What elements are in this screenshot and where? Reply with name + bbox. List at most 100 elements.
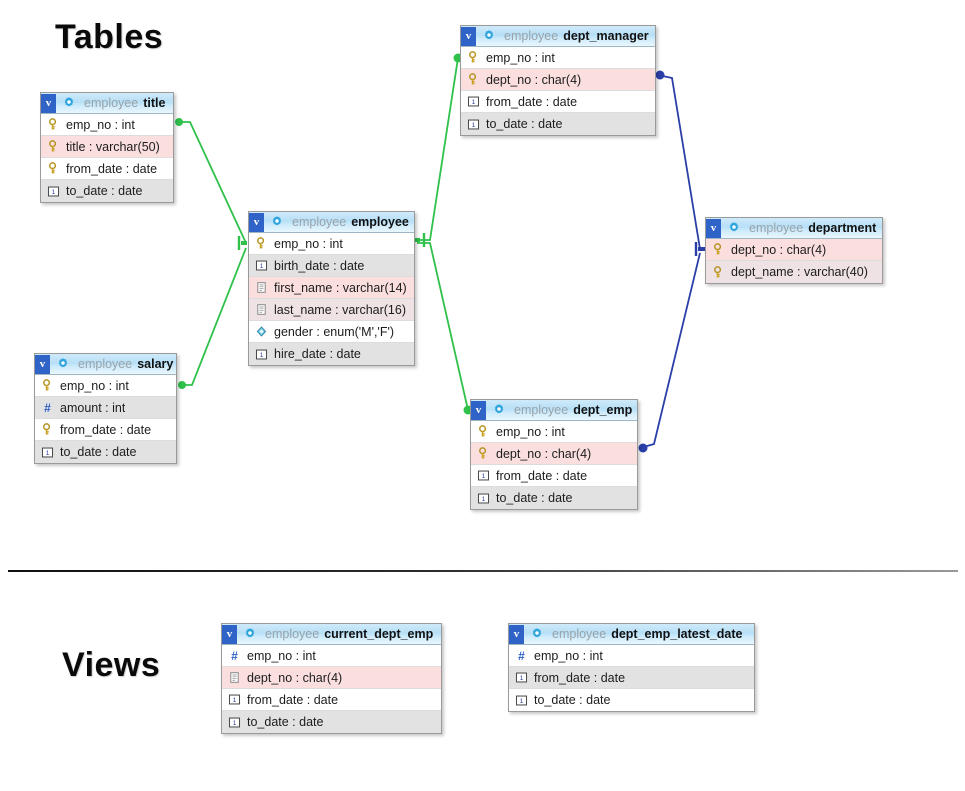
gear-icon[interactable]: [61, 95, 77, 111]
text-column-icon: [255, 303, 268, 316]
entity-column-row[interactable]: #emp_no : int: [222, 645, 441, 667]
gear-icon[interactable]: [242, 626, 258, 642]
enum-column-icon: [255, 325, 268, 338]
column-label: emp_no : int: [66, 117, 135, 132]
entity-schema-label: employee: [292, 215, 347, 229]
entity-name-label: salary: [137, 357, 174, 371]
primary-key-icon: [467, 73, 480, 86]
entity-name-label: employee: [351, 215, 409, 229]
view-badge-icon: v: [249, 212, 264, 232]
gear-icon[interactable]: [481, 28, 497, 44]
entity-column-row[interactable]: birth_date : date: [249, 255, 414, 277]
date-column-icon: [255, 259, 268, 272]
entity-box-employee[interactable]: v employee employee emp_no : int birth_date …: [248, 211, 415, 366]
entity-column-row[interactable]: to_date : date: [471, 487, 637, 509]
column-label: dept_no : char(4): [247, 670, 343, 685]
entity-name-label: dept_emp: [573, 403, 633, 417]
date-column-icon: [467, 95, 480, 108]
view-badge-icon: v: [471, 400, 486, 420]
gear-icon[interactable]: [726, 220, 742, 236]
text-column-icon: [228, 671, 241, 684]
primary-key-icon: [255, 237, 268, 250]
entity-column-row[interactable]: dept_no : char(4): [471, 443, 637, 465]
entity-column-row[interactable]: dept_no : char(4): [706, 239, 882, 261]
entity-column-row[interactable]: emp_no : int: [41, 114, 173, 136]
view-badge-icon: v: [461, 26, 476, 46]
entity-column-row[interactable]: # amount : int: [35, 397, 176, 419]
section-title-tables: Tables: [55, 18, 164, 56]
gear-icon[interactable]: [269, 214, 285, 230]
entity-column-row[interactable]: to_date : date: [222, 711, 441, 733]
date-column-icon: [255, 348, 268, 361]
edge-employee-dept-emp: [417, 242, 473, 415]
entity-column-row[interactable]: from_date : date: [509, 667, 754, 689]
numeric-column-icon: #: [44, 400, 51, 415]
column-label: emp_no : int: [247, 648, 316, 663]
column-label: birth_date : date: [274, 258, 365, 273]
entity-column-row[interactable]: emp_no : int: [35, 375, 176, 397]
entity-column-row[interactable]: from_date : date: [41, 158, 173, 180]
entity-schema-label: employee: [749, 221, 804, 235]
entity-column-row[interactable]: from_date : date: [461, 91, 655, 113]
view-badge-icon: v: [706, 218, 721, 238]
column-label: title : varchar(50): [66, 139, 160, 154]
entity-column-row[interactable]: dept_no : char(4): [222, 667, 441, 689]
entity-column-row[interactable]: from_date : date: [35, 419, 176, 441]
primary-key-icon: [47, 140, 60, 153]
gear-icon[interactable]: [55, 356, 71, 372]
primary-key-icon: [47, 118, 60, 131]
entity-column-row[interactable]: to_date : date: [35, 441, 176, 463]
column-label: to_date : date: [66, 184, 143, 198]
entity-column-row[interactable]: #emp_no : int: [509, 645, 754, 667]
gear-icon[interactable]: [491, 402, 507, 418]
entity-name-label: title: [143, 96, 166, 110]
entity-column-row[interactable]: dept_no : char(4): [461, 69, 655, 91]
column-label: last_name : varchar(16): [274, 302, 407, 317]
entity-column-row[interactable]: gender : enum('M','F'): [249, 321, 414, 343]
entity-name-label: current_dept_emp: [324, 627, 434, 641]
date-column-icon: [515, 671, 528, 684]
entity-header-salary[interactable]: v employee salary: [35, 354, 176, 375]
entity-column-row[interactable]: hire_date : date: [249, 343, 414, 365]
entity-column-row[interactable]: to_date : date: [509, 689, 754, 711]
entity-column-row[interactable]: from_date : date: [222, 689, 441, 711]
entity-column-row[interactable]: emp_no : int: [471, 421, 637, 443]
entity-column-row[interactable]: emp_no : int: [461, 47, 655, 69]
date-column-icon: [47, 185, 60, 198]
column-label: from_date : date: [247, 692, 339, 707]
date-column-icon: [477, 492, 490, 505]
column-label: amount : int: [60, 400, 126, 415]
view-badge-icon: v: [35, 354, 50, 374]
entity-column-row[interactable]: to_date : date: [461, 113, 655, 135]
entity-box-salary[interactable]: v employee salary emp_no : int # amount : int…: [34, 353, 177, 464]
edge-dept-manager-department: [655, 70, 705, 256]
entity-schema-label: employee: [78, 357, 133, 371]
date-column-icon: [477, 469, 490, 482]
edge-title-employee: [175, 118, 247, 250]
entity-column-row[interactable]: last_name : varchar(16): [249, 299, 414, 321]
gear-icon[interactable]: [529, 626, 545, 642]
edge-employee-dept-manager: [414, 53, 463, 247]
column-label: emp_no : int: [274, 236, 343, 251]
entity-column-row[interactable]: title : varchar(50): [41, 136, 173, 158]
entity-column-row[interactable]: from_date : date: [471, 465, 637, 487]
entity-header-employee[interactable]: v employee employee: [249, 212, 414, 233]
entity-column-row[interactable]: first_name : varchar(14): [249, 277, 414, 299]
entity-column-row[interactable]: emp_no : int: [249, 233, 414, 255]
column-label: first_name : varchar(14): [274, 280, 407, 295]
entity-column-row[interactable]: to_date : date: [41, 180, 173, 202]
entity-column-row[interactable]: dept_name : varchar(40): [706, 261, 882, 283]
